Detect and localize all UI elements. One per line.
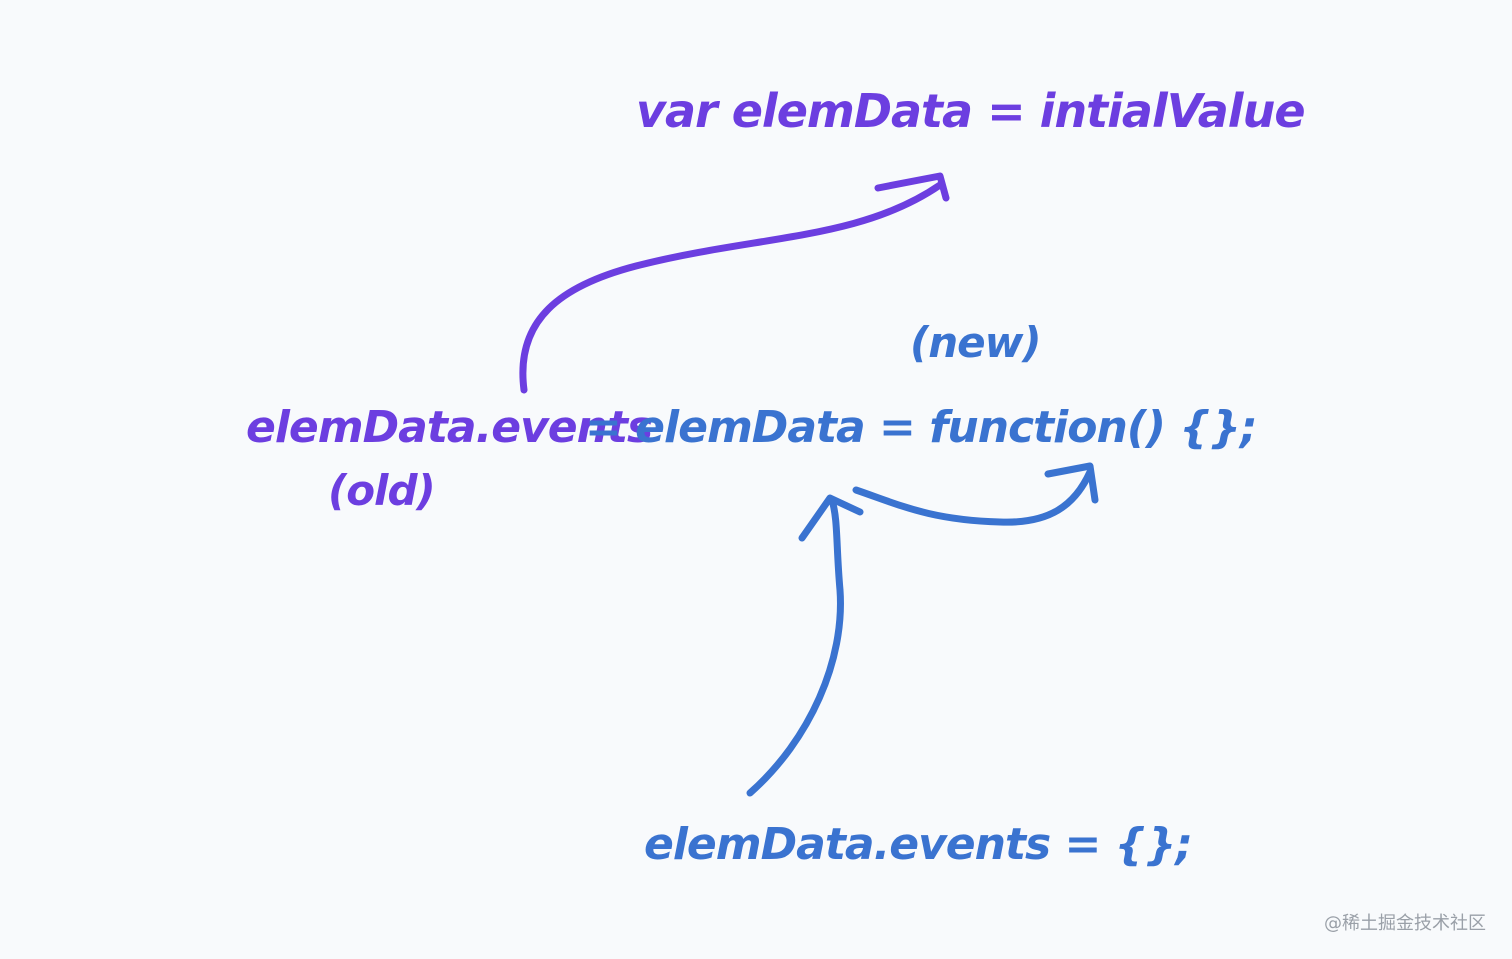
- new-label: (new): [910, 318, 1042, 367]
- arrow-old-to-initial: [519, 181, 944, 394]
- elemdata-events-new-expression: elemData.events = {};: [644, 819, 1193, 870]
- watermark: @稀土掘金技术社区: [1324, 913, 1486, 934]
- initial-value-expression: var elemData = intialValue: [636, 84, 1306, 138]
- elemdata-function-assignment: = elemData = function() {};: [585, 402, 1258, 453]
- elemdata-events-old-expression: elemData.events: [246, 402, 653, 453]
- arrowhead-old-to-initial: [874, 172, 950, 202]
- arrowhead-bottom-to-elemdata: [798, 494, 864, 542]
- arrow-elemdata-to-function: [852, 468, 1094, 526]
- arrow-bottom-to-elemdata: [746, 496, 844, 797]
- old-label: (old): [328, 466, 436, 515]
- arrowhead-elemdata-to-function: [1044, 462, 1099, 504]
